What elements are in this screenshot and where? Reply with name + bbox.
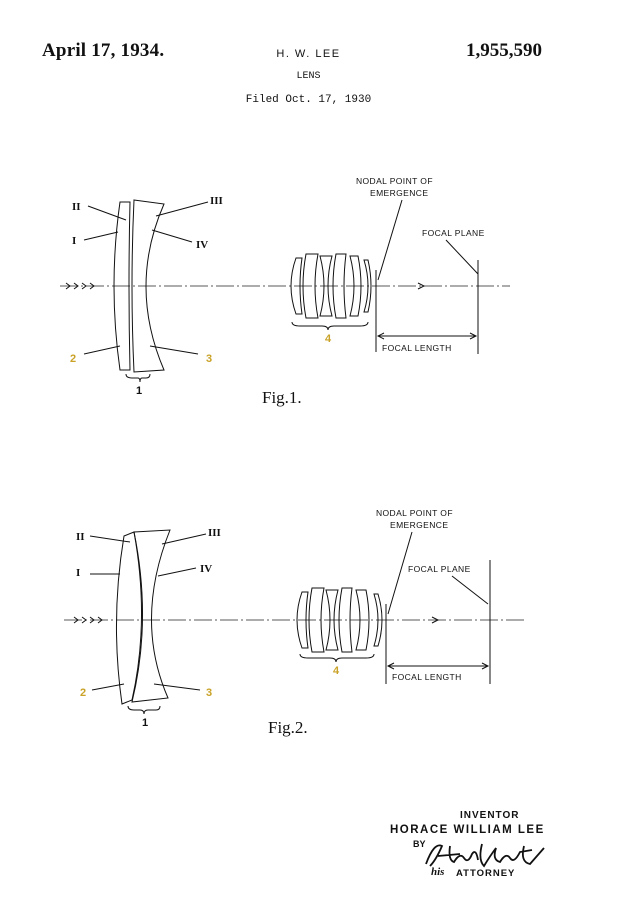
inventor-full-name: HORACE WILLIAM LEE	[390, 824, 545, 836]
label-roman-IV: IV	[196, 239, 208, 251]
attorney-signature	[425, 843, 545, 868]
objective-lens-group-4	[296, 587, 383, 653]
axis-arrow-right	[417, 282, 426, 290]
focal-length-arrowheads	[376, 332, 478, 340]
bracket-4	[299, 653, 375, 663]
inventor-title: INVENTOR	[460, 810, 520, 821]
focal-plane-leader	[451, 575, 489, 605]
focal-plane-leader	[445, 239, 479, 275]
label-number-1: 1	[136, 385, 142, 397]
label-number-3: 3	[206, 353, 212, 365]
by-label: BY	[413, 839, 426, 849]
label-roman-II: II	[72, 201, 81, 213]
nodal-point-label-line2: EMERGENCE	[390, 520, 448, 530]
leader-III	[161, 533, 207, 545]
patent-title: LENS	[296, 71, 321, 82]
patent-number: 1,955,590	[466, 40, 542, 61]
figure-1-caption: Fig.1.	[262, 388, 302, 407]
nodal-point-label-line1: NODAL POINT OF	[376, 508, 453, 518]
focal-length-label: FOCAL LENGTH	[382, 343, 452, 353]
filed-date: Filed Oct. 17, 1930	[245, 94, 372, 106]
bracket-4	[291, 321, 369, 331]
nodal-point-label-line1: NODAL POINT OF	[356, 176, 433, 186]
label-roman-III: III	[208, 527, 221, 539]
lens-element-2	[115, 531, 142, 705]
axis-arrow-right	[431, 616, 440, 624]
leader-2	[83, 345, 121, 355]
lens-element-3	[131, 199, 165, 373]
focal-plane-label: FOCAL PLANE	[408, 564, 471, 574]
objective-lens-group-4	[290, 253, 372, 319]
figure-1: II I III IV 2 3 1 4 NODAL POINT OF EMERG…	[60, 176, 510, 407]
label-number-4: 4	[333, 665, 340, 677]
leader-3	[149, 345, 199, 355]
label-number-2: 2	[70, 353, 76, 365]
nodal-point-label-line2: EMERGENCE	[370, 188, 428, 198]
incoming-ray-arrows	[73, 616, 103, 624]
leader-II	[89, 535, 131, 543]
leader-III	[155, 201, 209, 217]
figure-2: II I III IV 2 3 1 4 NODAL POINT OF EMERG…	[64, 508, 524, 737]
lens-element-2	[113, 201, 131, 371]
label-roman-II: II	[76, 531, 85, 543]
label-roman-IV: IV	[200, 563, 212, 575]
inventor-short-name: H. W. LEE	[276, 48, 341, 60]
leader-3	[153, 683, 201, 691]
lens-element-3	[131, 529, 171, 703]
label-number-1: 1	[142, 717, 148, 729]
leader-IV	[157, 567, 197, 577]
leader-I	[83, 231, 119, 241]
label-roman-III: III	[210, 195, 223, 207]
incoming-ray-arrows	[65, 282, 95, 290]
bracket-1	[125, 373, 151, 383]
leader-2	[91, 683, 125, 691]
focal-length-label: FOCAL LENGTH	[392, 672, 462, 682]
his-label: his	[431, 866, 445, 878]
nodal-point-leader	[387, 531, 413, 615]
label-roman-I: I	[76, 567, 80, 579]
figure-2-caption: Fig.2.	[268, 718, 308, 737]
label-number-4: 4	[325, 333, 332, 345]
focal-plane-label: FOCAL PLANE	[422, 228, 485, 238]
patent-date: April 17, 1934.	[42, 40, 165, 61]
focal-length-arrowheads	[386, 662, 490, 670]
attorney-label: ATTORNEY	[456, 868, 516, 879]
leader-II	[87, 205, 127, 221]
label-number-2: 2	[80, 687, 86, 699]
leader-IV	[151, 229, 193, 243]
bracket-1	[127, 705, 161, 715]
label-number-3: 3	[206, 687, 212, 699]
label-roman-I: I	[72, 235, 76, 247]
nodal-point-leader	[377, 199, 403, 281]
